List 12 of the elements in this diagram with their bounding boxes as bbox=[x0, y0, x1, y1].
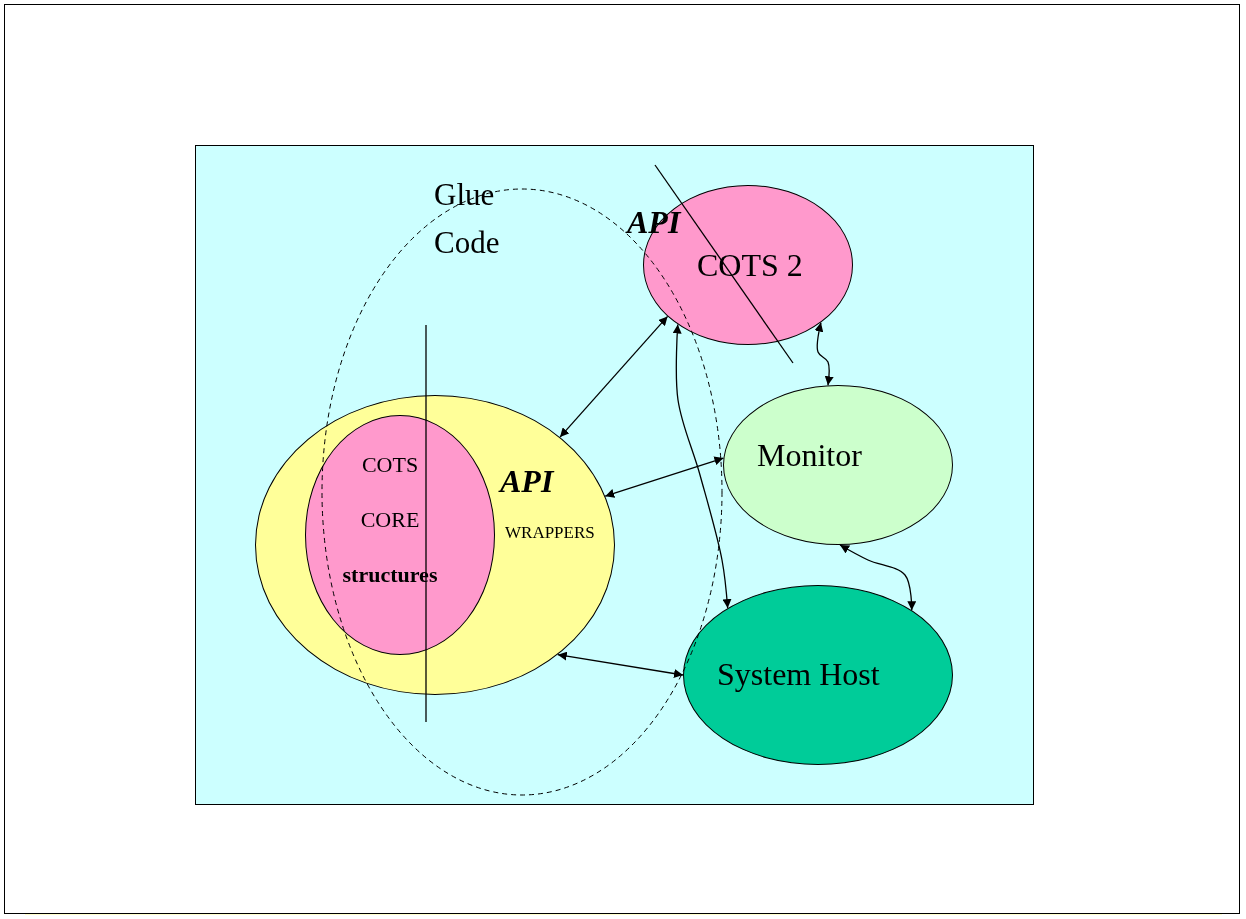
component-label: System Host bbox=[717, 655, 880, 693]
component-label: WRAPPERS bbox=[505, 523, 595, 543]
connector-arrow bbox=[604, 456, 725, 498]
connector-arrow bbox=[559, 315, 669, 438]
interface-label: API bbox=[500, 462, 554, 500]
connector-arrow bbox=[814, 321, 834, 386]
connector-arrow bbox=[557, 651, 684, 678]
connector-arrow bbox=[672, 323, 732, 609]
group-label: Glue Code bbox=[434, 176, 501, 262]
system-boundary-box bbox=[195, 145, 1034, 805]
connector-arrow bbox=[839, 544, 917, 611]
component-label: Monitor bbox=[757, 436, 862, 474]
